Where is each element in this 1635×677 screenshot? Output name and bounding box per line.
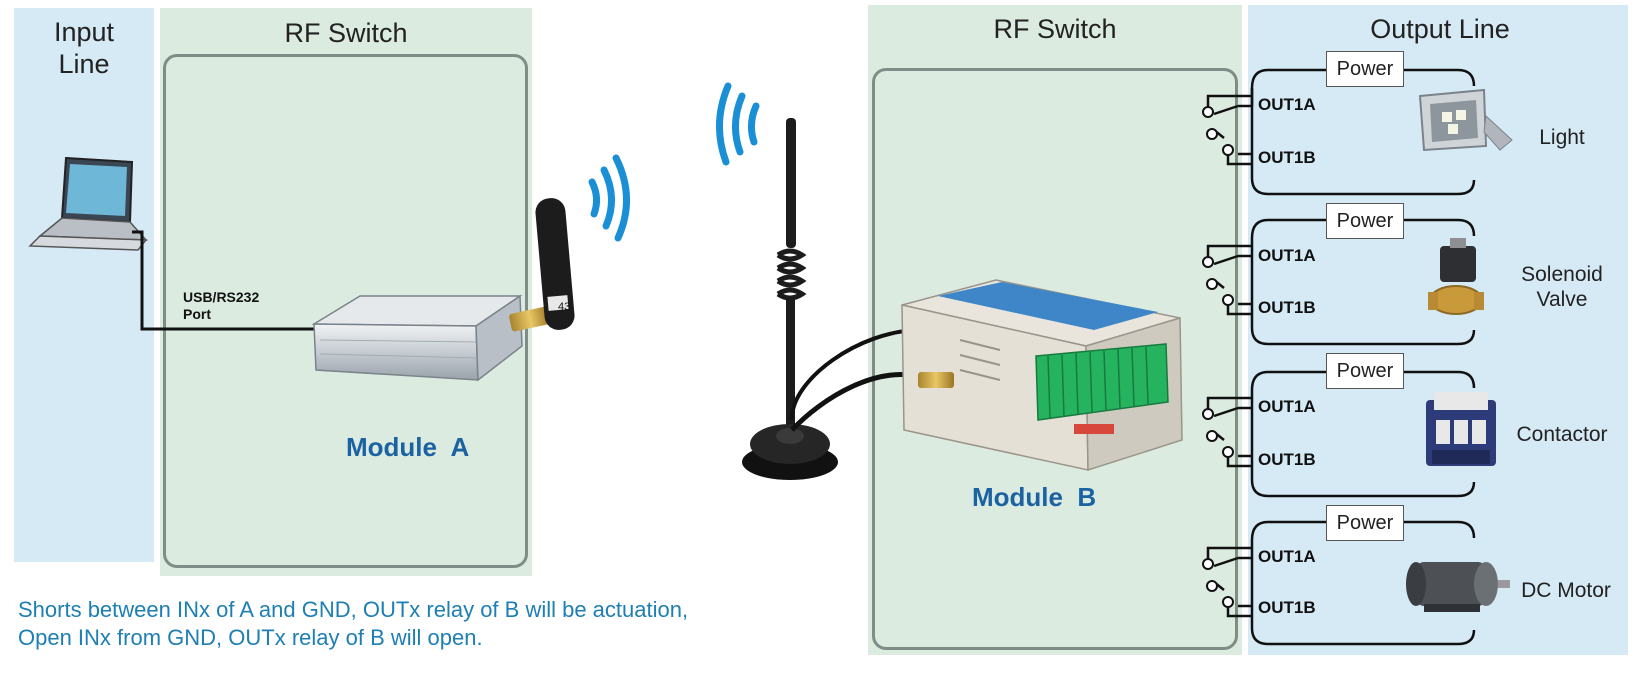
out1a-label: OUT1A	[1258, 95, 1316, 114]
antenna-tag: 43	[558, 301, 571, 313]
module-a-device	[311, 198, 575, 382]
out1b-label: OUT1B	[1258, 598, 1316, 617]
whip-antenna-icon	[742, 118, 931, 480]
signal-wave-icon-b	[715, 82, 760, 166]
power-box: Power	[1326, 51, 1404, 87]
power-box: Power	[1326, 203, 1404, 239]
input-line-panel	[14, 8, 154, 562]
power-box: Power	[1326, 353, 1404, 389]
laptop-icon	[28, 156, 148, 251]
caption-line-2: Open INx from GND, OUTx relay of B will …	[18, 625, 483, 650]
rf-switch-right-heading: RF Switch	[993, 14, 1117, 44]
relay-circuits	[1213, 68, 1476, 646]
contactor-icon	[1426, 392, 1496, 466]
rf-switch-left-panel	[160, 8, 532, 576]
output-line-heading: Output Line	[1370, 14, 1510, 44]
out1b-label: OUT1B	[1258, 450, 1316, 469]
dc-motor-icon	[1406, 562, 1510, 612]
rf-switch-right-box	[872, 68, 1238, 650]
module-a-label: Module A	[346, 432, 470, 462]
out1a-label: OUT1A	[1258, 397, 1316, 416]
device-label-solenoid-valve: Solenoid Valve	[1521, 263, 1603, 311]
caption-line-1: Shorts between INx of A and GND, OUTx re…	[18, 597, 689, 622]
device-label-light: Light	[1539, 126, 1585, 149]
device-label-dc-motor: DC Motor	[1521, 579, 1611, 602]
device-label-contactor: Contactor	[1516, 423, 1608, 446]
signal-wave-icon-a	[588, 154, 630, 242]
solenoid-valve-icon	[1428, 238, 1484, 315]
out1a-label: OUT1A	[1258, 547, 1316, 566]
out1b-label: OUT1B	[1258, 298, 1316, 317]
usb-cable	[132, 230, 320, 331]
input-line-heading: Input Line	[53, 17, 115, 79]
power-box: Power	[1326, 505, 1404, 541]
module-b-device	[901, 279, 1183, 472]
rf-switch-left-heading: RF Switch	[284, 18, 408, 48]
relay-contact-icons	[1202, 106, 1234, 608]
module-b-label: Module B	[972, 482, 1097, 512]
floodlight-icon	[1418, 88, 1513, 152]
usb-rs232-port-label: USB/RS232 Port	[183, 289, 260, 322]
out1b-label: OUT1B	[1258, 148, 1316, 167]
out1a-label: OUT1A	[1258, 246, 1316, 265]
